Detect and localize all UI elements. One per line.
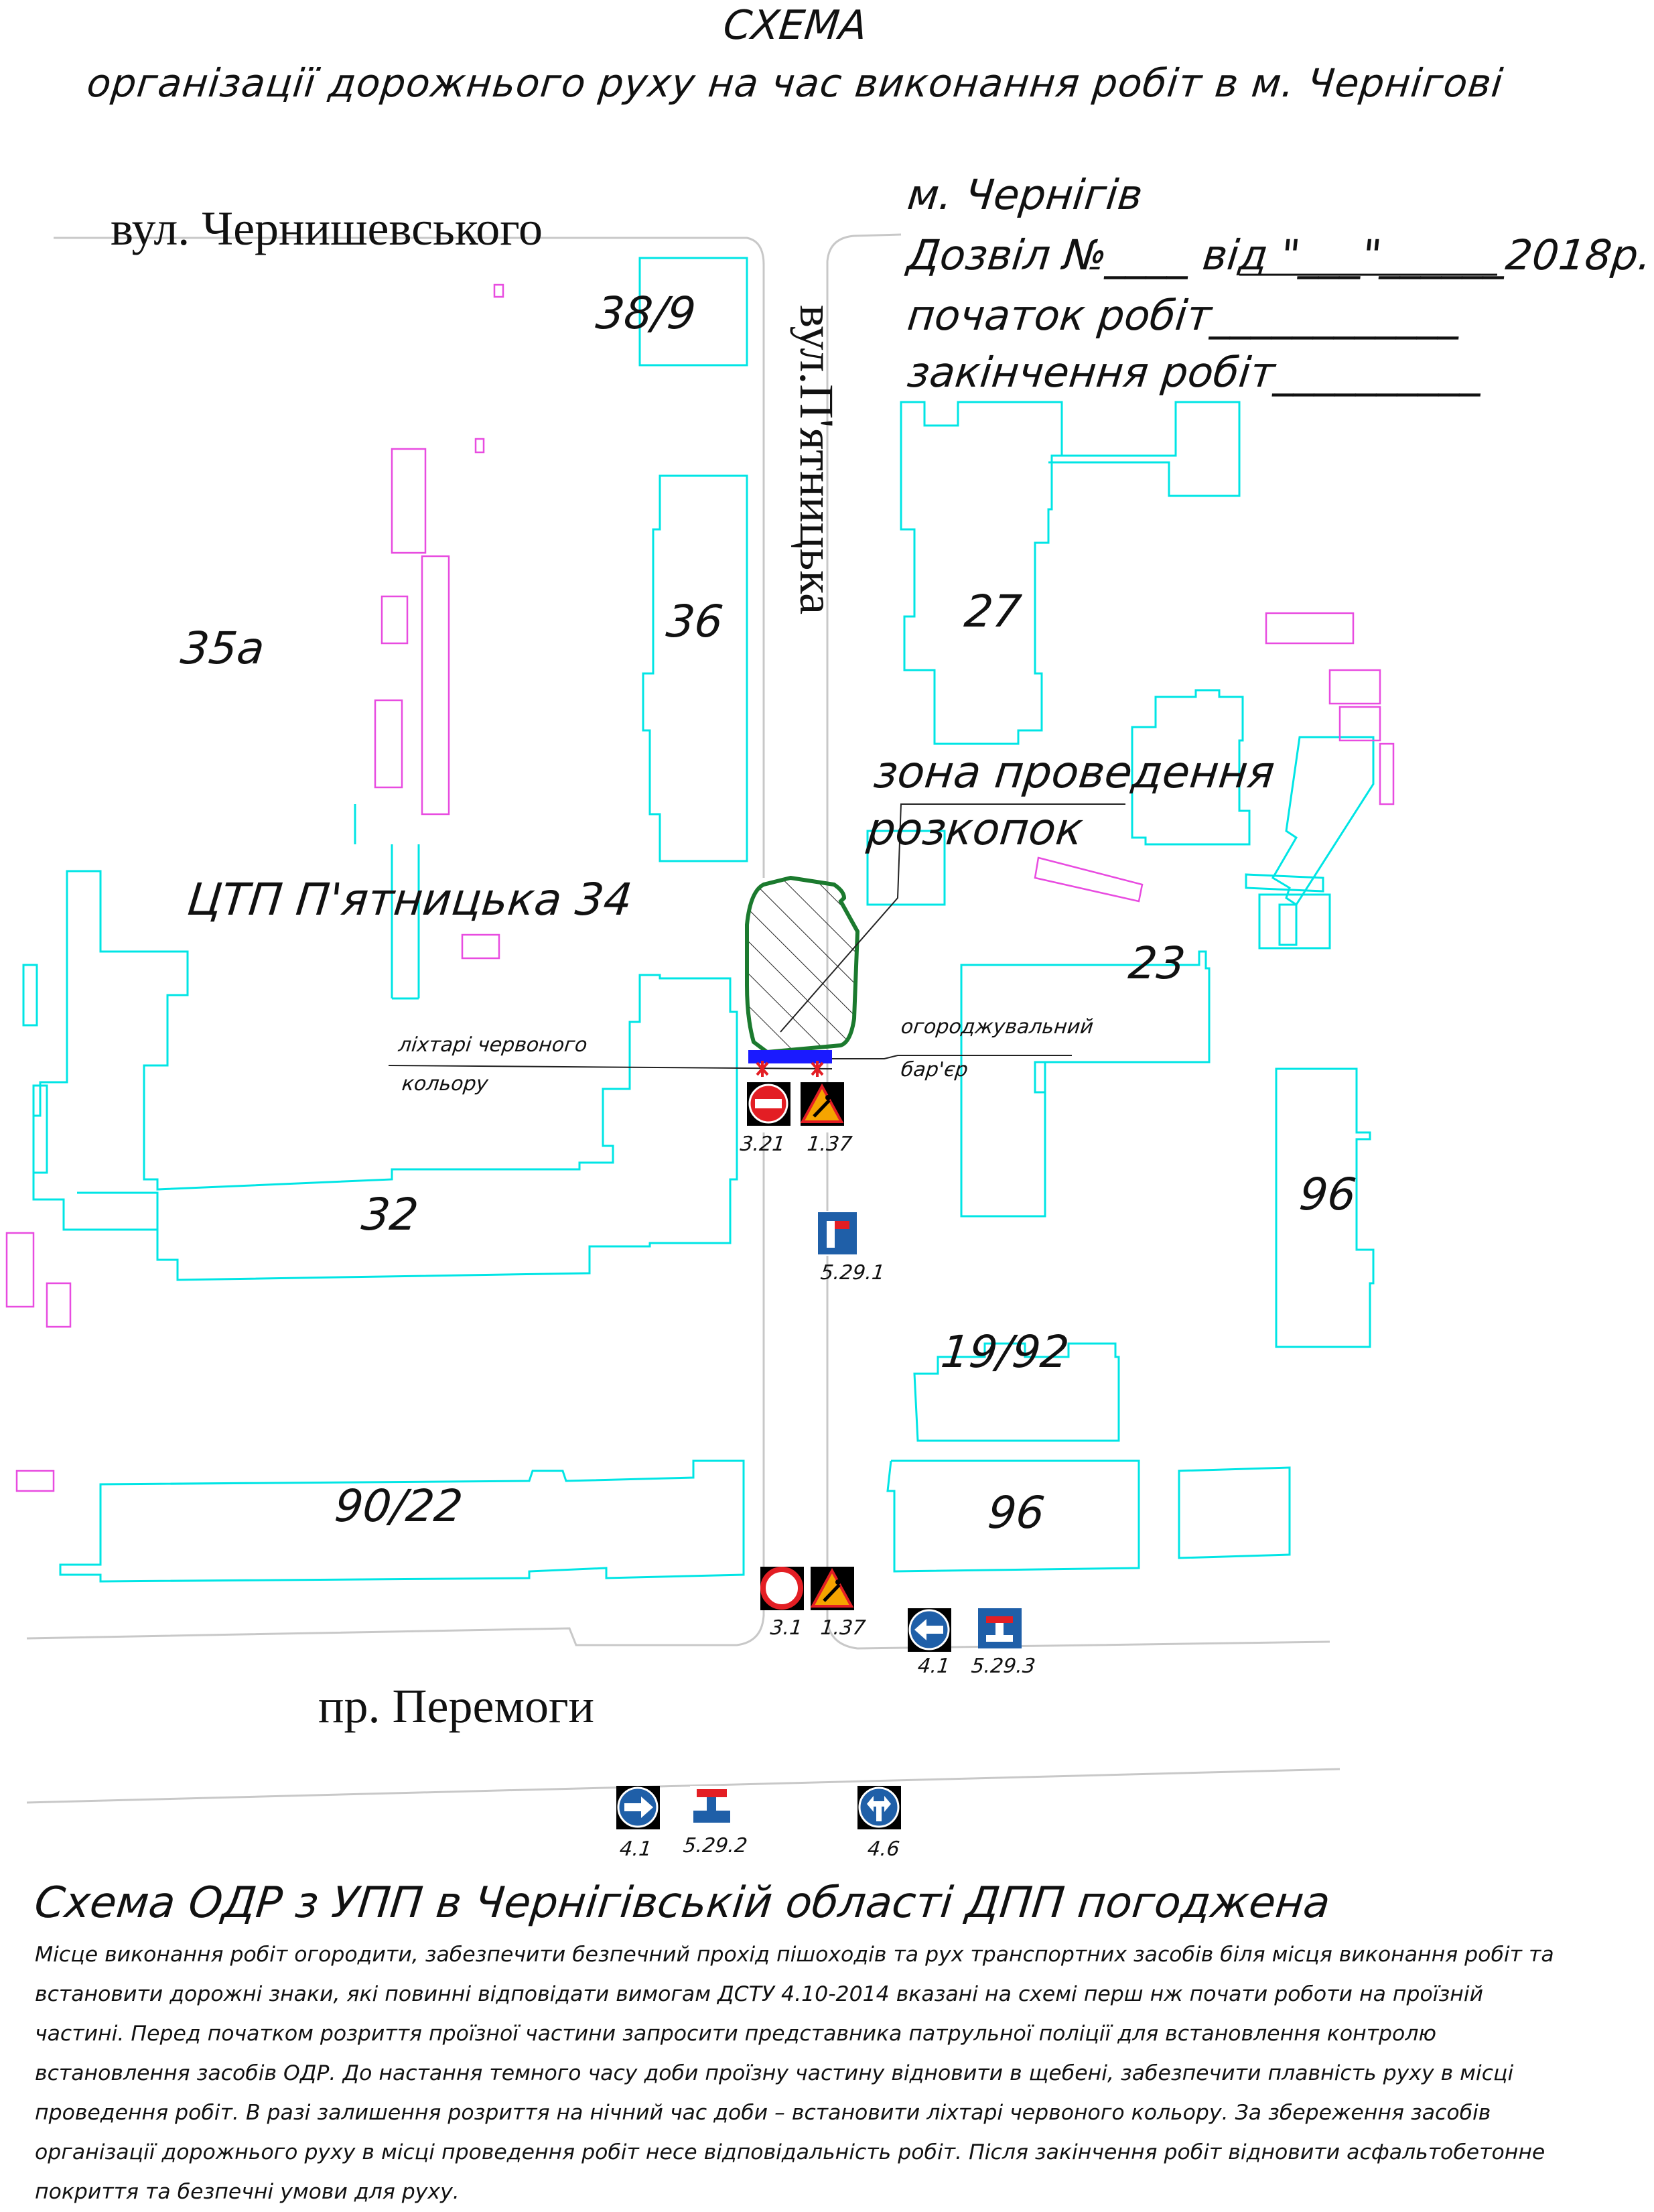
zone-label-line2: розкопок [865, 803, 1086, 855]
building-label-90-22: 90/22 [332, 1480, 466, 1532]
building-19-92 [913, 1342, 1120, 1442]
turn-both-sign-icon [857, 1786, 901, 1829]
building-label-96-bottom: 96 [985, 1487, 1048, 1539]
building-label-32: 32 [359, 1189, 421, 1240]
approval-statement: Схема ОДР з УПП в Чернігівській області … [32, 1878, 1332, 1928]
building-96-right [1275, 1067, 1375, 1348]
buildings [22, 257, 1375, 1583]
building-label-23: 23 [1126, 937, 1188, 989]
building-label-27: 27 [962, 586, 1024, 637]
building-32-ctp [32, 870, 738, 1281]
road-works-sign-icon [810, 1567, 854, 1610]
barrier [748, 1050, 832, 1063]
sign-label-5-29-2: 5.29.2 [682, 1834, 749, 1858]
building-label-36: 36 [664, 596, 726, 647]
building-96-bottom [886, 1459, 1140, 1573]
scheme-page: { "header": { "title": "СХЕМА", "subtitl… [5, 2, 1654, 2204]
sign-label-3-1: 3.1 [769, 1616, 804, 1640]
building-right-upper [1131, 689, 1251, 846]
outbuildings [5, 283, 1395, 1492]
building-27-wing [1048, 401, 1241, 497]
dead-end-sign-icon [978, 1608, 1022, 1648]
sign-label-4-1-right: 4.1 [916, 1654, 951, 1678]
road-edges [26, 233, 1340, 1804]
lights-label-line1: ліхтарі червоного [397, 1033, 589, 1057]
barrier-leader-line [832, 1055, 1072, 1059]
scheme-subtitle: організації дорожнього руху на час викон… [84, 60, 1506, 106]
building-90-22 [59, 1459, 745, 1583]
sign-label-1-37-top: 1.37 [806, 1132, 853, 1156]
lights-leader-line [388, 1065, 833, 1069]
turn-left-sign-icon [908, 1608, 951, 1652]
zone-label-line1: зона проведення [872, 746, 1278, 798]
red-light-icon [756, 1061, 769, 1077]
dead-end-sign-icon [690, 1786, 734, 1826]
building-36 [642, 474, 748, 862]
zone-leader-line [780, 803, 1125, 1033]
red-light-icon [811, 1061, 824, 1077]
sign-label-1-37-bottom: 1.37 [819, 1616, 867, 1640]
sign-label-4-1-left: 4.1 [618, 1837, 653, 1861]
site-plan [5, 233, 1497, 1829]
building-23 [960, 950, 1211, 1218]
sign-label-3-21: 3.21 [739, 1132, 786, 1156]
work-end: закінчення робіт__________ [905, 348, 1485, 397]
street-peremohy: пр. Перемоги [318, 1679, 595, 1733]
turn-right-sign-icon [616, 1786, 660, 1829]
no-vehicles-sign-icon [760, 1567, 804, 1610]
barrier-label-line1: огороджувальний [900, 1015, 1095, 1039]
permit-city: м. Чернігів [905, 170, 1146, 219]
building-label-38-9: 38/9 [594, 287, 699, 339]
building-label-35a: 35а [178, 623, 267, 674]
building-38-9 [638, 257, 748, 367]
sign-label-5-29-3: 5.29.3 [970, 1654, 1037, 1678]
dead-end-sign-icon [817, 1211, 858, 1256]
work-instructions: Місце виконання робіт огородити, забезпе… [35, 1943, 1554, 2204]
building-27 [900, 401, 1063, 745]
scheme-title: СХЕМА [721, 2, 870, 49]
permit-number: Дозвіл №____ від "___"______2018р. [905, 231, 1654, 279]
sign-label-5-29-1: 5.29.1 [819, 1261, 886, 1285]
building-label-19-92: 19/92 [939, 1326, 1072, 1378]
building-right-block [1271, 736, 1375, 907]
work-start: початок робіт____________ [905, 291, 1464, 340]
excavation-zone [745, 875, 860, 1055]
building-label-ctp: ЦТП П'ятницька 34 [185, 874, 635, 925]
street-piatnytska: вул.П'ятницька [790, 305, 843, 615]
building-details [354, 804, 420, 1000]
lights-label-line2: кольору [401, 1072, 490, 1096]
barrier-label-line2: бар'єр [900, 1058, 969, 1082]
building-label-96-right: 96 [1297, 1169, 1359, 1220]
sign-label-4-6: 4.6 [866, 1837, 901, 1861]
no-entry-sign-icon [747, 1082, 790, 1126]
street-chernyshevskoho: вул. Чернишевського [111, 202, 543, 255]
road-works-sign-icon [800, 1082, 844, 1126]
